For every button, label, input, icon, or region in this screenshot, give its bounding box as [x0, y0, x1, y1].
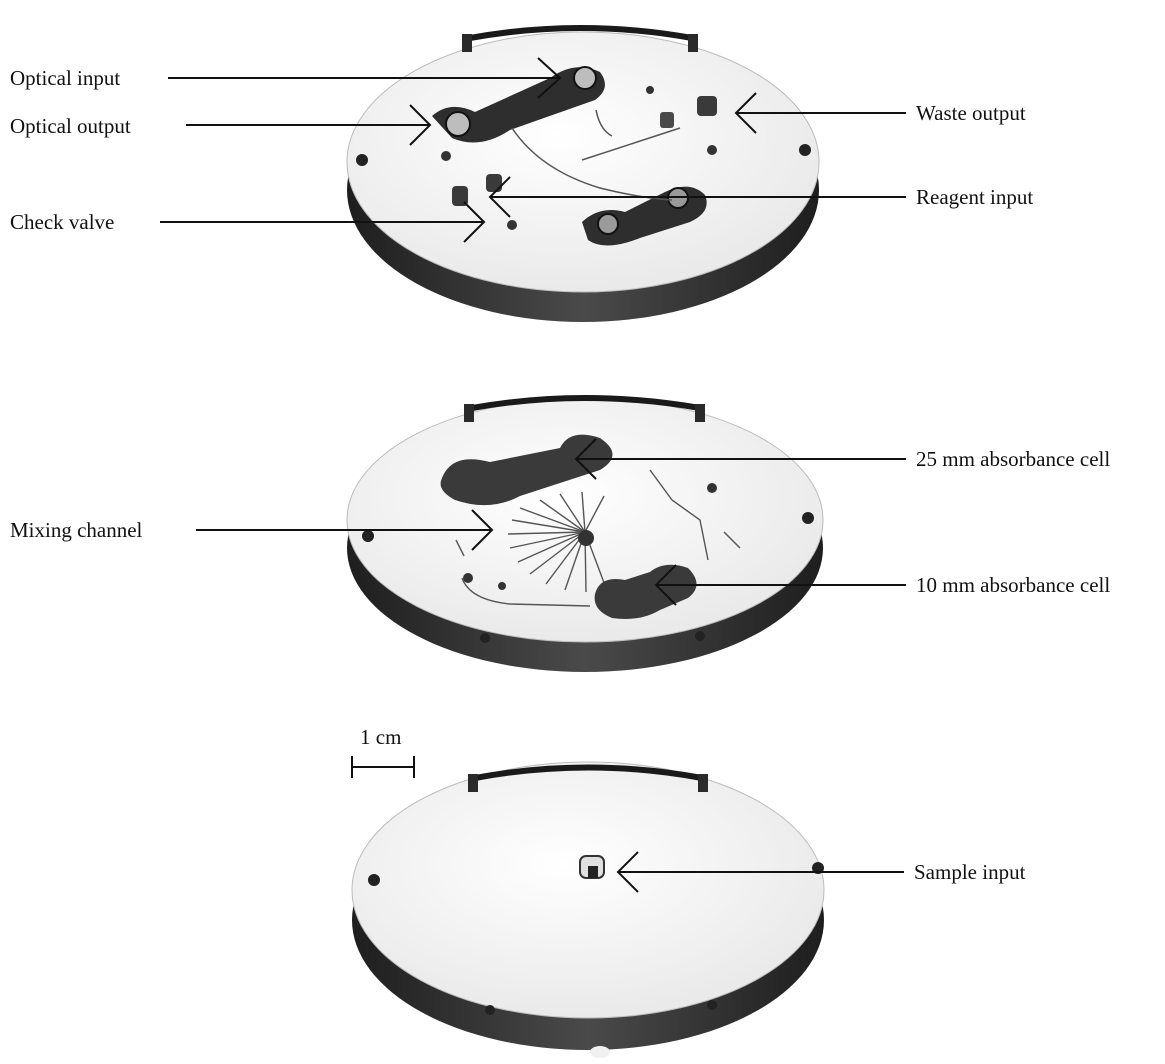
top-small-port: [707, 145, 717, 155]
top-small-port: [507, 220, 517, 230]
label-check-valve: Check valve: [10, 210, 114, 234]
middle-screw: [802, 512, 814, 524]
middle-disc-post: [695, 404, 705, 422]
label-optical-output: Optical output: [10, 114, 131, 138]
label-sample-input: Sample input: [914, 860, 1026, 884]
top-small-port: [441, 151, 451, 161]
top-disc-post: [688, 34, 698, 52]
middle-small-port: [498, 582, 506, 590]
top-small-port: [646, 86, 654, 94]
mixing-center-port: [578, 530, 594, 546]
top-disc: [347, 28, 819, 322]
middle-screw: [480, 633, 490, 643]
middle-small-port: [707, 483, 717, 493]
label-mixing-channel: Mixing channel: [10, 518, 143, 542]
label-10mm-absorbance-cell: 10 mm absorbance cell: [916, 573, 1110, 597]
sample-input-port-hole: [588, 866, 598, 878]
scale-bar-label: 1 cm: [360, 725, 401, 749]
top-screw: [356, 154, 368, 166]
label-optical-input: Optical input: [10, 66, 120, 90]
label-reagent-input: Reagent input: [916, 185, 1033, 209]
top-screw: [799, 144, 811, 156]
scale-bar: 1 cm: [352, 725, 414, 778]
top-waste-port: [697, 96, 717, 116]
top-optical-port: [598, 214, 618, 234]
bottom-screw: [707, 1000, 717, 1010]
top-disc-post: [462, 34, 472, 52]
label-25mm-absorbance-cell: 25 mm absorbance cell: [916, 447, 1110, 471]
bottom-disc-post: [698, 774, 708, 792]
bottom-screw: [368, 874, 380, 886]
top-valve-port: [660, 112, 674, 128]
middle-disc-post: [464, 404, 474, 422]
label-waste-output: Waste output: [916, 101, 1026, 125]
bottom-disc: [352, 762, 824, 1058]
middle-small-port: [463, 573, 473, 583]
bottom-screw: [485, 1005, 495, 1015]
middle-screw: [362, 530, 374, 542]
top-reagent-port: [486, 174, 502, 192]
bottom-disc-post: [468, 774, 478, 792]
middle-disc: [347, 398, 823, 672]
top-optical-port: [446, 112, 470, 136]
middle-screw: [695, 631, 705, 641]
bottom-disc-front-notch: [590, 1046, 610, 1058]
bottom-disc-face: [352, 762, 824, 1018]
top-optical-port: [574, 67, 596, 89]
